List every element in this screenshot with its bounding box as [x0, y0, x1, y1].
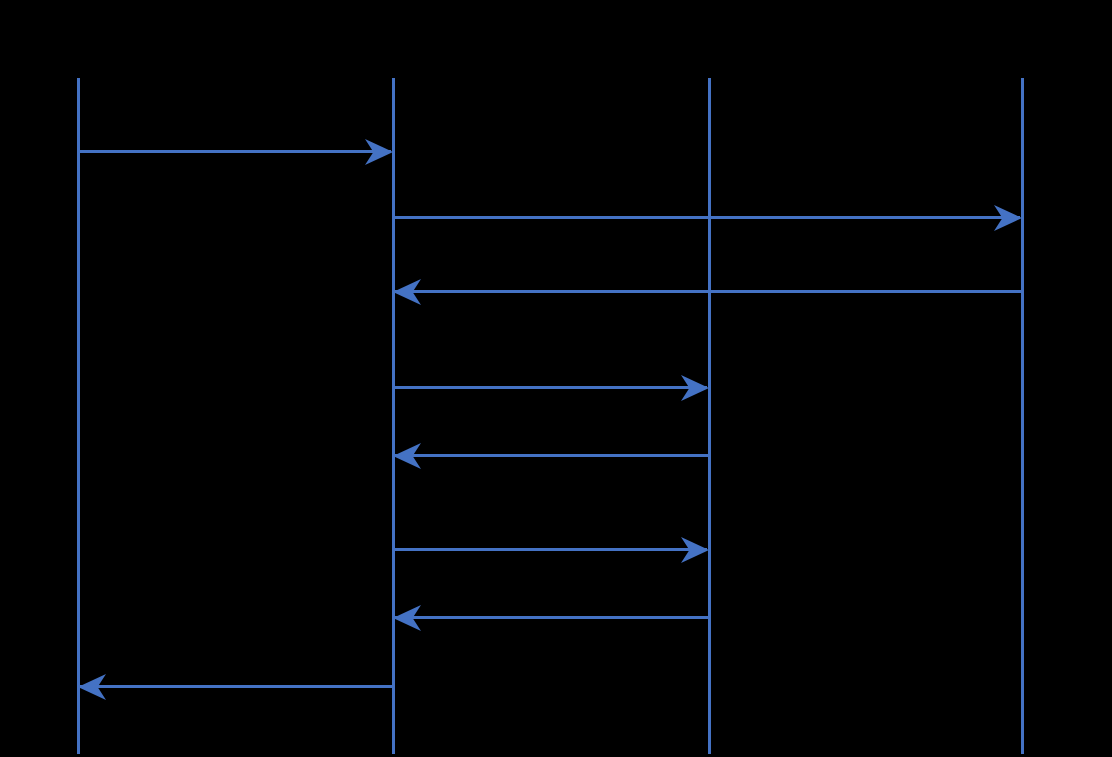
- message-arrow-4: [393, 375, 709, 401]
- message-arrow-8: [78, 674, 393, 700]
- lifeline-participant-2: [392, 78, 395, 754]
- message-arrow-3: [393, 279, 1022, 305]
- message-arrow-5: [393, 443, 709, 469]
- message-line: [393, 386, 707, 389]
- message-line: [395, 454, 709, 457]
- message-arrow-6: [393, 537, 709, 563]
- lifeline-participant-1: [77, 78, 80, 754]
- message-arrow-2: [393, 205, 1022, 231]
- message-line: [395, 290, 1022, 293]
- message-line: [78, 150, 391, 153]
- lifeline-participant-4: [1021, 78, 1024, 754]
- message-line: [393, 548, 707, 551]
- message-line: [395, 616, 709, 619]
- message-line: [80, 685, 393, 688]
- lifeline-participant-3: [708, 78, 711, 754]
- message-arrow-7: [393, 605, 709, 631]
- message-line: [393, 216, 1020, 219]
- message-arrow-1: [78, 139, 393, 165]
